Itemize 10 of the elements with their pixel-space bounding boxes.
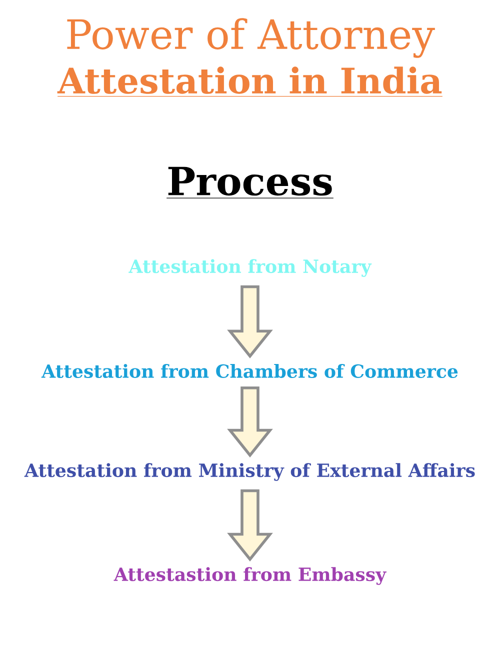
heading: Process <box>166 166 334 198</box>
block-arrow <box>227 489 273 562</box>
subtitle: Attestation in India <box>57 66 443 97</box>
step-text: Attestation from Chambers of Commerce <box>41 364 458 378</box>
title: Power of Attorney <box>67 18 435 58</box>
step-text: Attestation from Notary <box>128 259 372 277</box>
step-text: Attestation from Ministry of External Affairs <box>24 463 475 481</box>
block-arrow <box>227 285 273 358</box>
block-arrow <box>227 386 273 458</box>
step-text: Attestastion from Embassy <box>114 567 386 585</box>
